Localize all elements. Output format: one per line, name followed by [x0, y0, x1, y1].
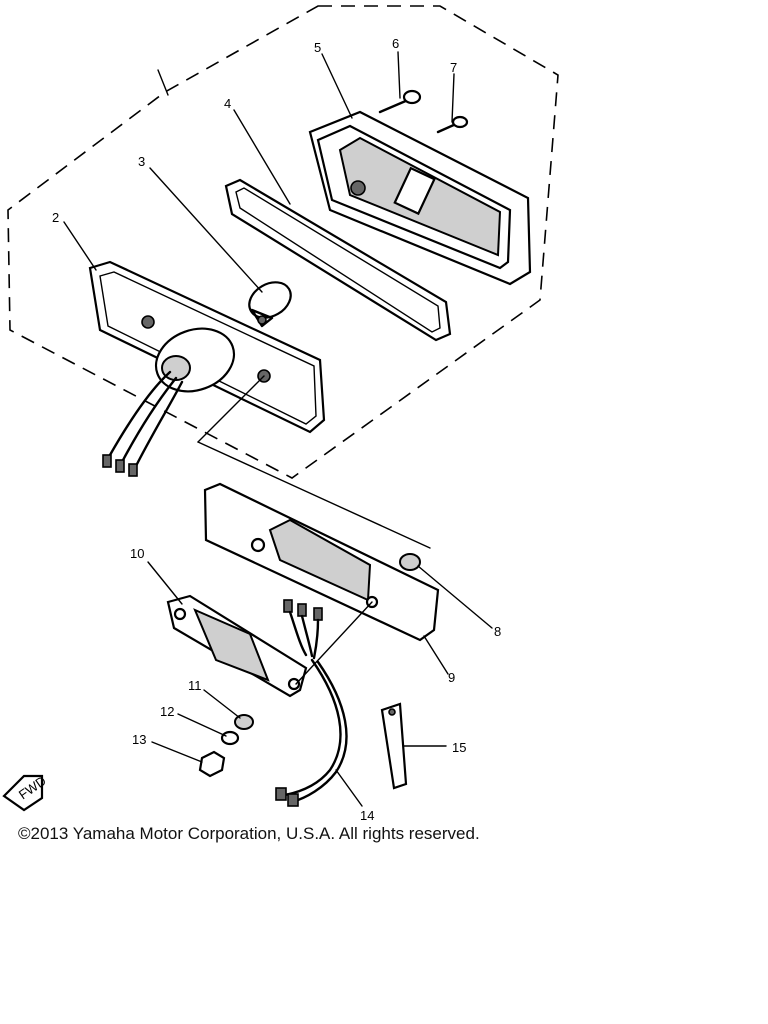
part-washer [234, 714, 254, 730]
part-lead-wire [275, 658, 348, 807]
callout-8: 8 [494, 624, 501, 639]
assembly-leader [157, 69, 169, 96]
alignment-line [197, 375, 265, 443]
part-bulb [248, 281, 292, 328]
callout-4: 4 [224, 96, 231, 111]
part-gasket [224, 178, 452, 342]
callout-15: 15 [452, 740, 466, 755]
callout-6: 6 [392, 36, 399, 51]
callout-5: 5 [314, 40, 321, 55]
part-screw-long [378, 89, 422, 114]
callout-9: 9 [448, 670, 455, 685]
callout-2: 2 [52, 210, 59, 225]
part-nut [198, 750, 226, 778]
callout-12: 12 [160, 704, 174, 719]
part-strap [380, 702, 408, 790]
part-license-light [166, 594, 373, 698]
assembly-boundary [7, 5, 559, 479]
part-lamp-base [88, 260, 326, 477]
callout-7: 7 [450, 60, 457, 75]
callout-10: 10 [130, 546, 144, 561]
part-grommet [399, 553, 421, 571]
fwd-arrow-icon: FWD [2, 773, 49, 812]
part-lens-housing [308, 110, 532, 286]
callout-13: 13 [132, 732, 146, 747]
part-mounting-plate [203, 482, 440, 642]
part-spring-washer [220, 730, 240, 746]
part-screw-short [436, 115, 469, 134]
alignment-line [197, 441, 431, 549]
callout-11: 11 [188, 678, 202, 693]
leader-lines [63, 51, 493, 807]
part-wire-harness [283, 599, 323, 660]
callout-14: 14 [360, 808, 374, 823]
callout-3: 3 [138, 154, 145, 169]
copyright-notice: ©2013 Yamaha Motor Corporation, U.S.A. A… [18, 824, 480, 843]
